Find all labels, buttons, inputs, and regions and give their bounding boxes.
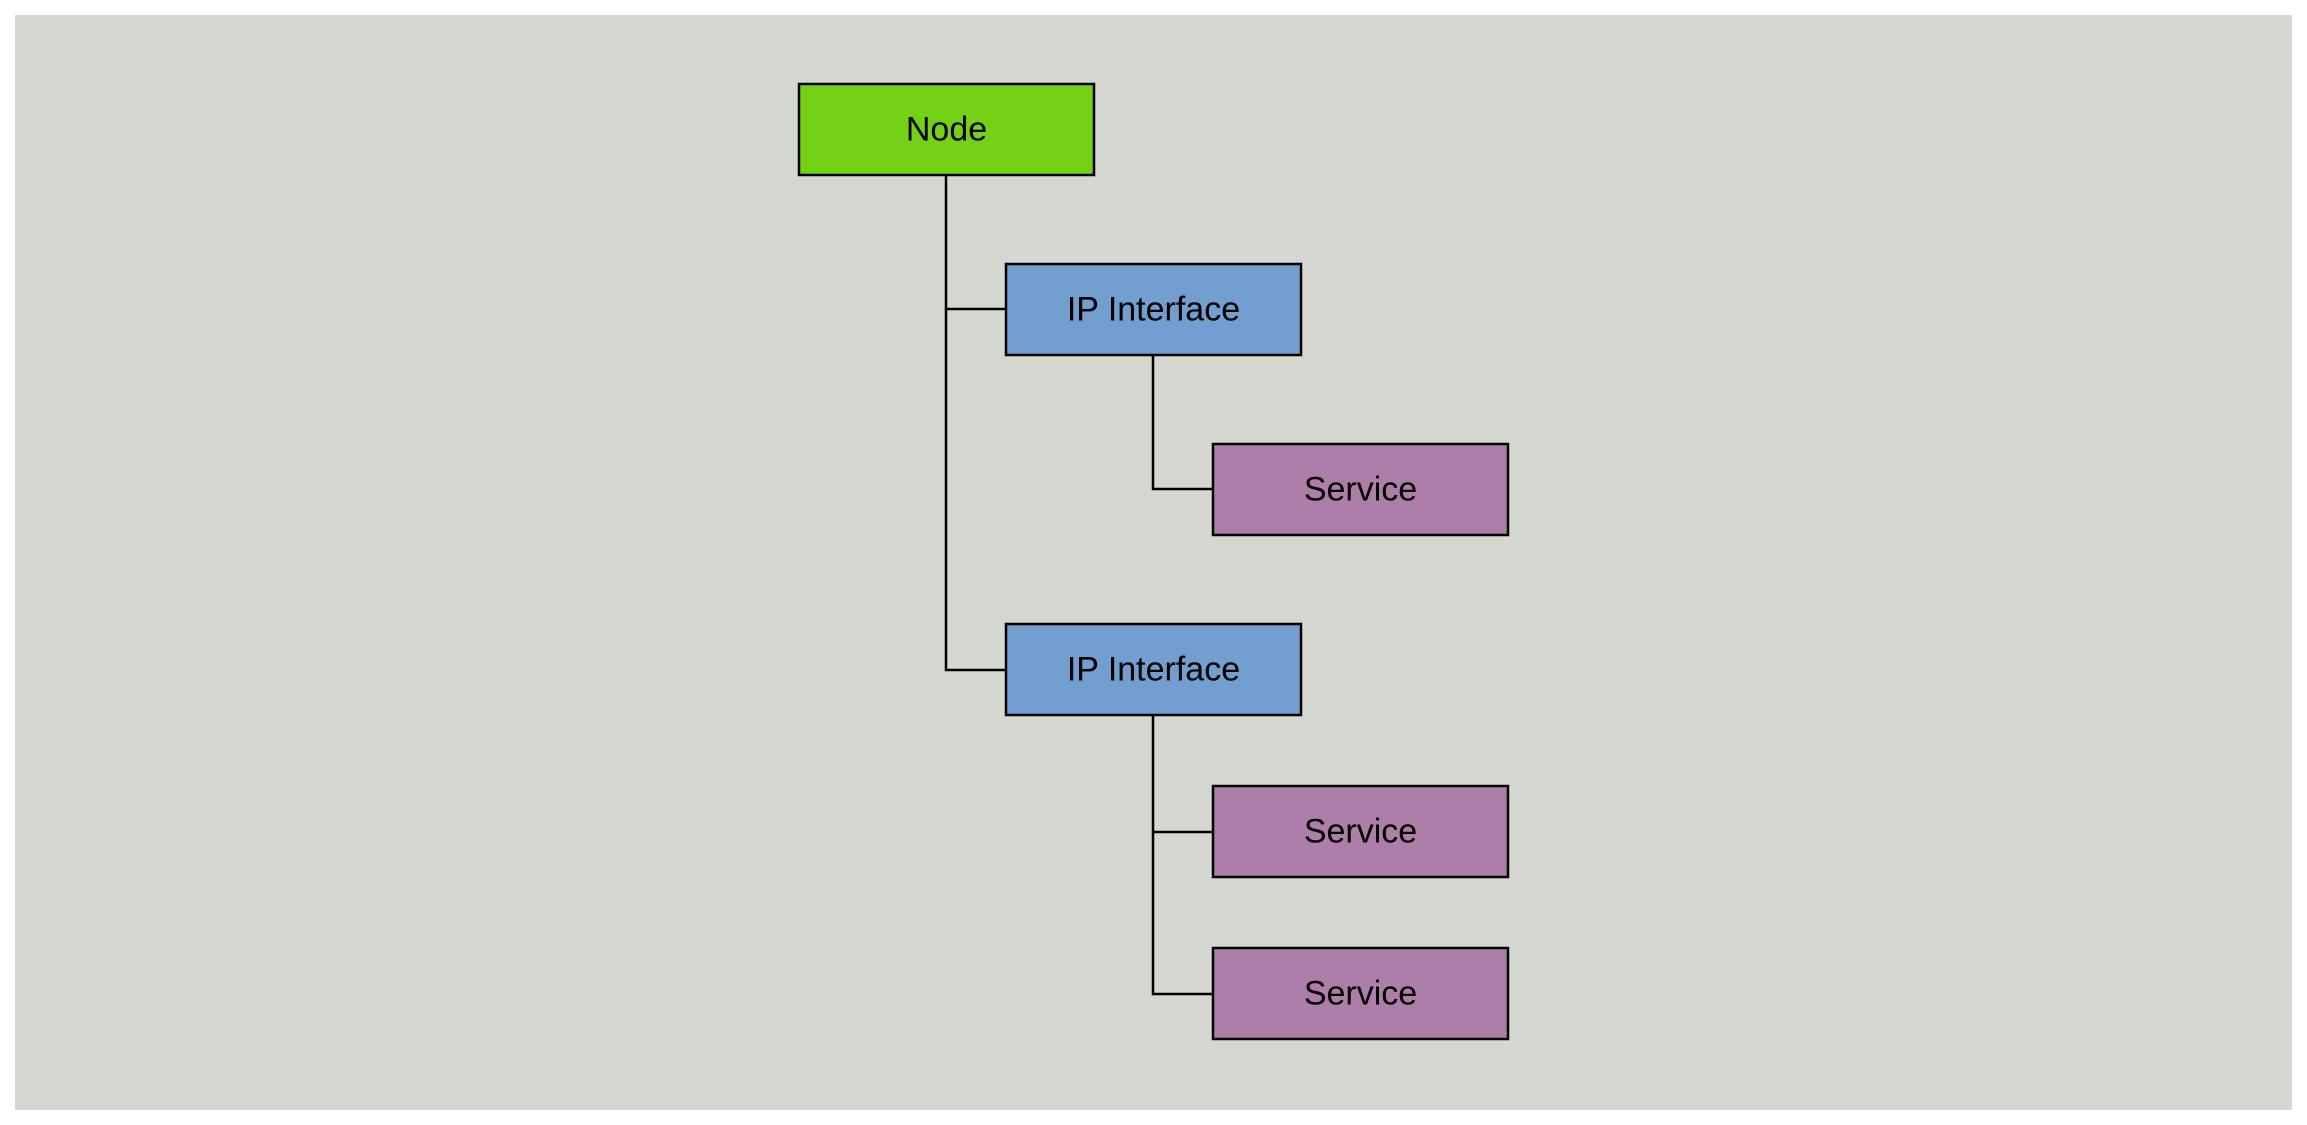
ip-interface-box-1: IP Interface <box>1004 262 1303 357</box>
node-box-rect <box>797 82 1096 177</box>
service-box-1: Service <box>1211 442 1510 537</box>
service-box-3-label: Service <box>1304 975 1417 1013</box>
ip-interface-box-2-label: IP Interface <box>1067 651 1240 689</box>
node-box: Node <box>797 82 1096 177</box>
service-box-2-label: Service <box>1304 813 1417 851</box>
service-box-1-rect <box>1211 442 1510 537</box>
node-box-label: Node <box>906 111 987 149</box>
connector-node-to-ip-interface-2 <box>944 307 1008 672</box>
service-box-1-label: Service <box>1304 471 1417 509</box>
ip-interface-box-2-rect <box>1004 622 1303 717</box>
ip-interface-box-1-label: IP Interface <box>1067 291 1240 329</box>
connector-ip-interface-2-to-service-3 <box>1151 830 1215 996</box>
service-box-2-rect <box>1211 784 1510 879</box>
service-box-3-rect <box>1211 946 1510 1041</box>
ip-interface-box-1-rect <box>1004 262 1303 357</box>
connector-ip-interface-1-to-service-1 <box>1151 353 1215 491</box>
ip-interface-box-2: IP Interface <box>1004 622 1303 717</box>
service-box-2: Service <box>1211 784 1510 879</box>
service-box-3: Service <box>1211 946 1510 1041</box>
